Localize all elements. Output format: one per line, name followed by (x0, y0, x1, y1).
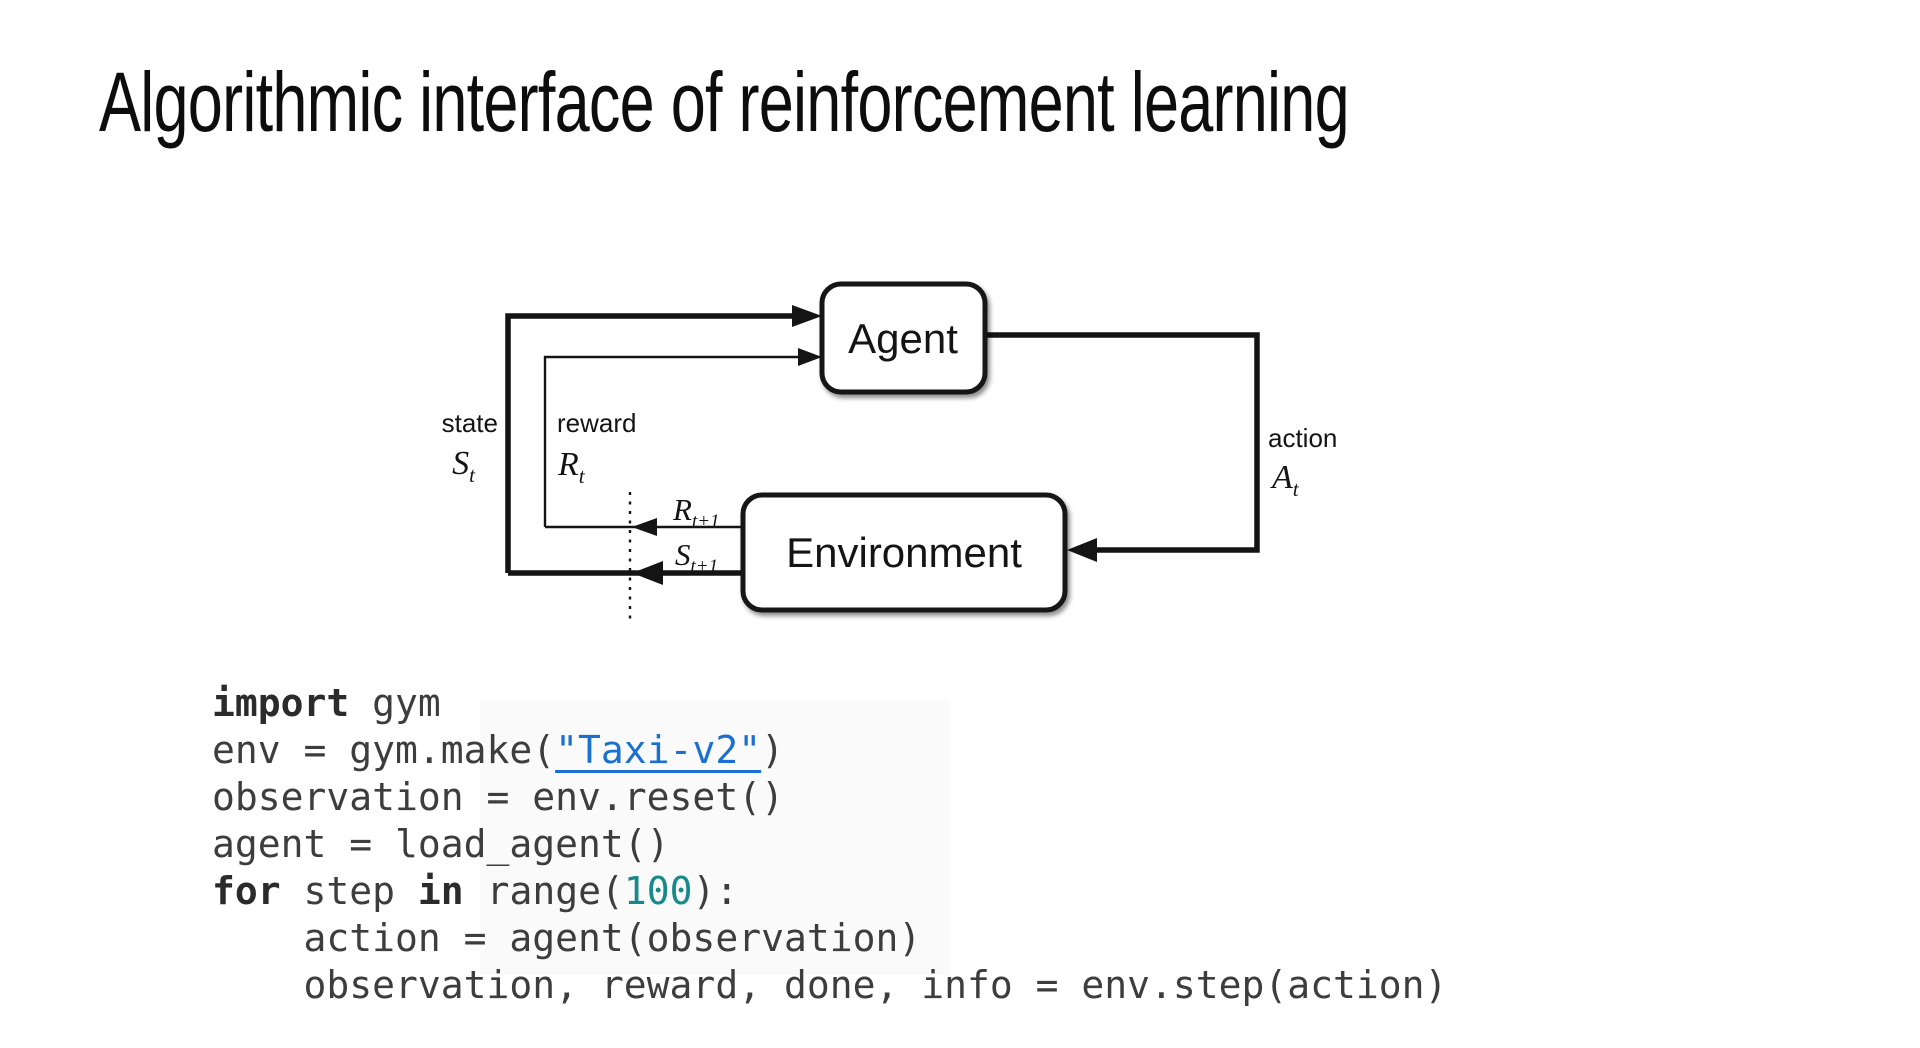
next-state-arrowhead (632, 561, 663, 585)
keyword-token: in (417, 869, 464, 913)
code-line: env = gym.make("Taxi-v2") (212, 727, 1447, 774)
agent-label: Agent (848, 315, 958, 362)
keyword-token: import (212, 681, 350, 725)
code-line: import gym (212, 680, 1447, 727)
code-text: agent = load_agent() (212, 822, 670, 866)
reward-symbol: Rt (557, 446, 586, 488)
rl-loop-diagram: Agent Environment state St reward Rt act… (442, 281, 1337, 622)
code-line: for step in range(100): (212, 868, 1447, 915)
state-arrow (505, 313, 808, 576)
code-text: action = agent(observation) (212, 916, 922, 960)
keyword-token: for (212, 869, 281, 913)
action-arrow (985, 332, 1260, 553)
state-symbol: St (452, 445, 476, 487)
code-text: observation, reward, done, info = env.st… (212, 963, 1448, 1007)
state-label: state (442, 408, 498, 438)
reward-arrowhead (798, 348, 822, 366)
code-line: observation = env.reset() (212, 774, 1447, 821)
next-state-symbol: St+1 (675, 537, 718, 577)
state-arrowhead (792, 305, 822, 327)
environment-box (740, 492, 1068, 613)
code-text: observation = env.reset() (212, 775, 784, 819)
code-line: agent = load_agent() (212, 821, 1447, 868)
code-text: step (280, 869, 418, 913)
code-background-artifact (480, 700, 950, 975)
code-text: gym (349, 681, 441, 725)
code-text: env = gym.make( (212, 728, 556, 772)
code-line: observation, reward, done, info = env.st… (212, 962, 1448, 1009)
action-label: action (1268, 423, 1337, 453)
slide-title: Algorithmic interface of reinforcement l… (99, 55, 1350, 149)
code-text: range( (463, 869, 624, 913)
code-text: ): (692, 869, 739, 913)
agent-box (819, 281, 988, 395)
next-reward-symbol: Rt+1 (672, 492, 720, 532)
number-token: 100 (623, 869, 693, 913)
action-symbol: At (1270, 459, 1300, 501)
next-reward-arrowhead (632, 518, 657, 536)
code-line: action = agent(observation) (212, 915, 1447, 962)
environment-label: Environment (786, 529, 1022, 576)
taxi-v2-link[interactable]: "Taxi-v2" (555, 728, 762, 772)
action-arrowhead (1067, 538, 1097, 562)
code-text: ) (761, 728, 784, 772)
reward-label: reward (557, 408, 636, 438)
